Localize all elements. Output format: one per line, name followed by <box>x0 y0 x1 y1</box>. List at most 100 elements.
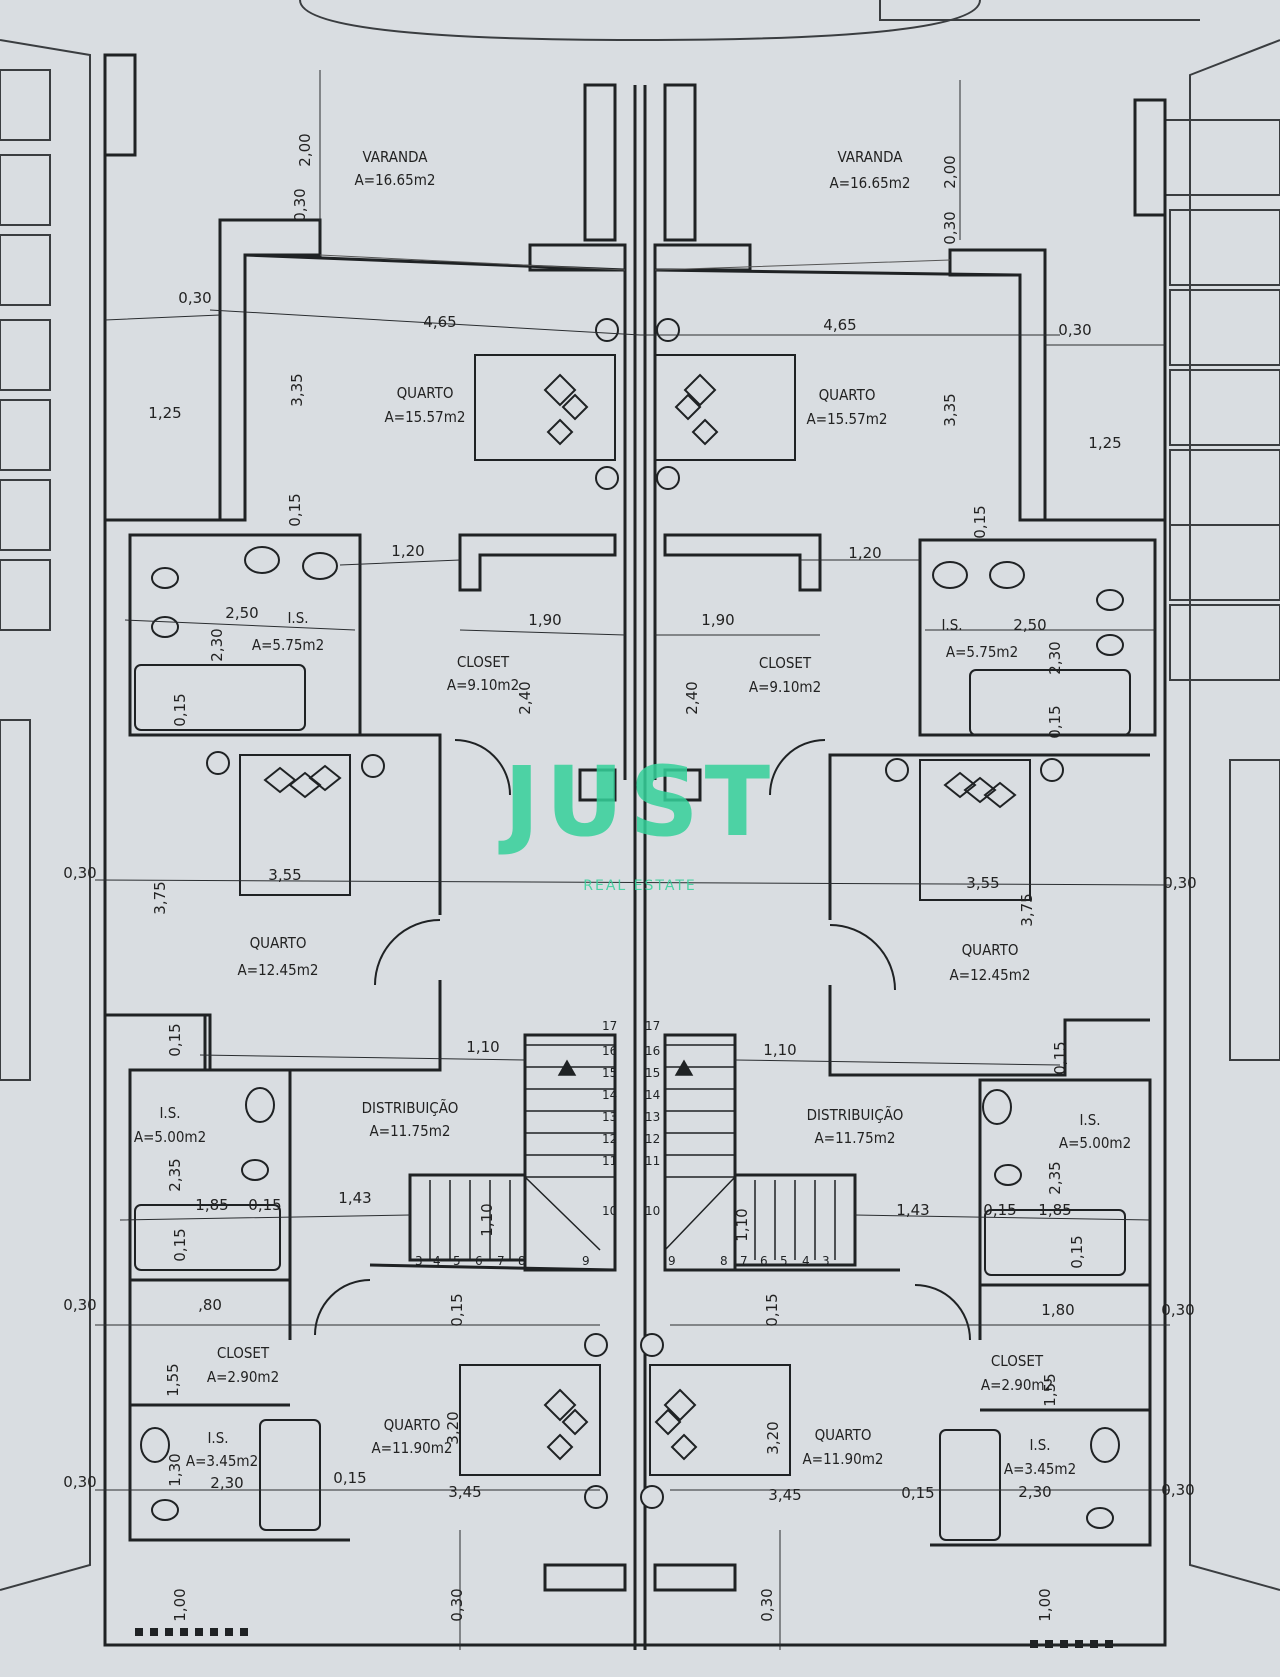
room-area: A=16.65m2 <box>355 171 436 189</box>
svg-text:15: 15 <box>645 1066 660 1080</box>
svg-text:8: 8 <box>720 1254 728 1268</box>
room-name: I.S. <box>159 1104 180 1122</box>
svg-text:1,85: 1,85 <box>195 1196 228 1214</box>
watermark-logo: JUST REAL ESTATE <box>498 746 776 894</box>
room-area: A=2.90m2 <box>981 1376 1053 1394</box>
footing-marks <box>135 1628 1113 1648</box>
room-area: A=15.57m2 <box>385 408 466 426</box>
street-curve <box>299 0 981 42</box>
svg-text:7: 7 <box>740 1254 748 1268</box>
svg-text:3,20: 3,20 <box>764 1421 782 1454</box>
room-name: QUARTO <box>962 941 1019 959</box>
bathtub-icon <box>134 664 1131 1541</box>
toilet-icon <box>151 567 1124 1529</box>
svg-text:15: 15 <box>602 1066 617 1080</box>
room-area: A=12.45m2 <box>950 966 1031 984</box>
svg-text:0,15: 0,15 <box>166 1023 184 1056</box>
svg-text:3,75: 3,75 <box>1018 893 1036 926</box>
svg-text:3,20: 3,20 <box>444 1411 462 1444</box>
svg-text:3,45: 3,45 <box>448 1483 481 1501</box>
room-labels-left: VARANDA A=16.65m2 QUARTO A=15.57m2 I.S. … <box>134 148 519 1470</box>
svg-text:0,15: 0,15 <box>983 1201 1016 1219</box>
svg-text:0,30: 0,30 <box>1163 874 1196 892</box>
svg-text:17: 17 <box>645 1019 660 1033</box>
svg-text:1,55: 1,55 <box>164 1363 182 1396</box>
svg-text:0,30: 0,30 <box>1058 321 1091 339</box>
svg-text:12: 12 <box>645 1132 660 1146</box>
room-area: A=5.75m2 <box>946 643 1018 661</box>
svg-text:0,30: 0,30 <box>63 1473 96 1491</box>
balcony-railing <box>319 254 951 271</box>
svg-text:2,35: 2,35 <box>166 1158 184 1191</box>
room-name: VARANDA <box>363 148 429 166</box>
svg-text:1,10: 1,10 <box>763 1041 796 1059</box>
svg-text:0,15: 0,15 <box>448 1293 466 1326</box>
svg-text:,80: ,80 <box>198 1296 222 1314</box>
svg-text:13: 13 <box>602 1110 617 1124</box>
svg-text:0,15: 0,15 <box>971 505 989 538</box>
room-labels-right: VARANDA A=16.65m2 QUARTO A=15.57m2 I.S. … <box>749 148 1131 1478</box>
svg-text:0,15: 0,15 <box>248 1196 281 1214</box>
svg-text:2,30: 2,30 <box>1018 1483 1051 1501</box>
svg-text:2,35: 2,35 <box>1046 1161 1064 1194</box>
neighbor-plot-right <box>1164 39 1280 1591</box>
svg-text:1,43: 1,43 <box>338 1189 371 1207</box>
svg-text:0,15: 0,15 <box>171 693 189 726</box>
room-name: I.S. <box>207 1429 228 1447</box>
svg-text:1,43: 1,43 <box>896 1201 929 1219</box>
svg-text:6: 6 <box>475 1254 483 1268</box>
svg-text:3,45: 3,45 <box>768 1486 801 1504</box>
svg-text:16: 16 <box>602 1044 617 1058</box>
room-name: CLOSET <box>457 653 510 671</box>
svg-text:12: 12 <box>602 1132 617 1146</box>
svg-text:4: 4 <box>433 1254 441 1268</box>
svg-text:0,15: 0,15 <box>1068 1235 1086 1268</box>
svg-text:3,55: 3,55 <box>268 866 301 884</box>
svg-text:1,20: 1,20 <box>848 544 881 562</box>
svg-text:1,85: 1,85 <box>1038 1201 1071 1219</box>
svg-text:4,65: 4,65 <box>823 316 856 334</box>
svg-text:0,15: 0,15 <box>1046 705 1064 738</box>
svg-text:3,55: 3,55 <box>966 874 999 892</box>
svg-text:9: 9 <box>582 1254 590 1268</box>
svg-text:14: 14 <box>602 1088 617 1102</box>
svg-text:JUST: JUST <box>498 746 776 858</box>
svg-text:2,00: 2,00 <box>941 155 959 188</box>
svg-text:4: 4 <box>802 1254 810 1268</box>
room-name: I.S. <box>941 616 962 634</box>
svg-text:3: 3 <box>415 1254 423 1268</box>
svg-text:1,55: 1,55 <box>1041 1373 1059 1406</box>
svg-text:1,90: 1,90 <box>528 611 561 629</box>
svg-text:0,30: 0,30 <box>63 1296 96 1314</box>
svg-text:3,75: 3,75 <box>151 881 169 914</box>
room-name: I.S. <box>1079 1111 1100 1129</box>
svg-text:4,65: 4,65 <box>423 313 456 331</box>
svg-text:11: 11 <box>645 1154 660 1168</box>
room-area: A=11.90m2 <box>372 1439 453 1457</box>
svg-text:16: 16 <box>645 1044 660 1058</box>
svg-text:0,30: 0,30 <box>291 188 309 221</box>
room-area: A=12.45m2 <box>238 961 319 979</box>
svg-text:0,30: 0,30 <box>63 864 96 882</box>
room-area: A=16.65m2 <box>830 174 911 192</box>
svg-text:0,30: 0,30 <box>448 1588 466 1621</box>
svg-text:2,30: 2,30 <box>208 628 226 661</box>
svg-text:2,50: 2,50 <box>1013 616 1046 634</box>
room-name: DISTRIBUIÇÃO <box>807 1105 904 1124</box>
room-name: DISTRIBUIÇÃO <box>362 1098 459 1117</box>
svg-text:2,40: 2,40 <box>516 681 534 714</box>
room-name: QUARTO <box>384 1416 441 1434</box>
svg-text:0,15: 0,15 <box>333 1469 366 1487</box>
svg-text:0,30: 0,30 <box>941 211 959 244</box>
room-area: A=5.00m2 <box>1059 1134 1131 1152</box>
room-name: QUARTO <box>397 384 454 402</box>
svg-text:1,30: 1,30 <box>166 1453 184 1486</box>
svg-text:0,15: 0,15 <box>901 1484 934 1502</box>
svg-text:5: 5 <box>453 1254 461 1268</box>
svg-text:1,00: 1,00 <box>1036 1588 1054 1621</box>
room-name: QUARTO <box>815 1426 872 1444</box>
room-name: QUARTO <box>819 386 876 404</box>
svg-text:8: 8 <box>518 1254 526 1268</box>
svg-text:3,35: 3,35 <box>288 373 306 406</box>
svg-text:2,00: 2,00 <box>296 133 314 166</box>
